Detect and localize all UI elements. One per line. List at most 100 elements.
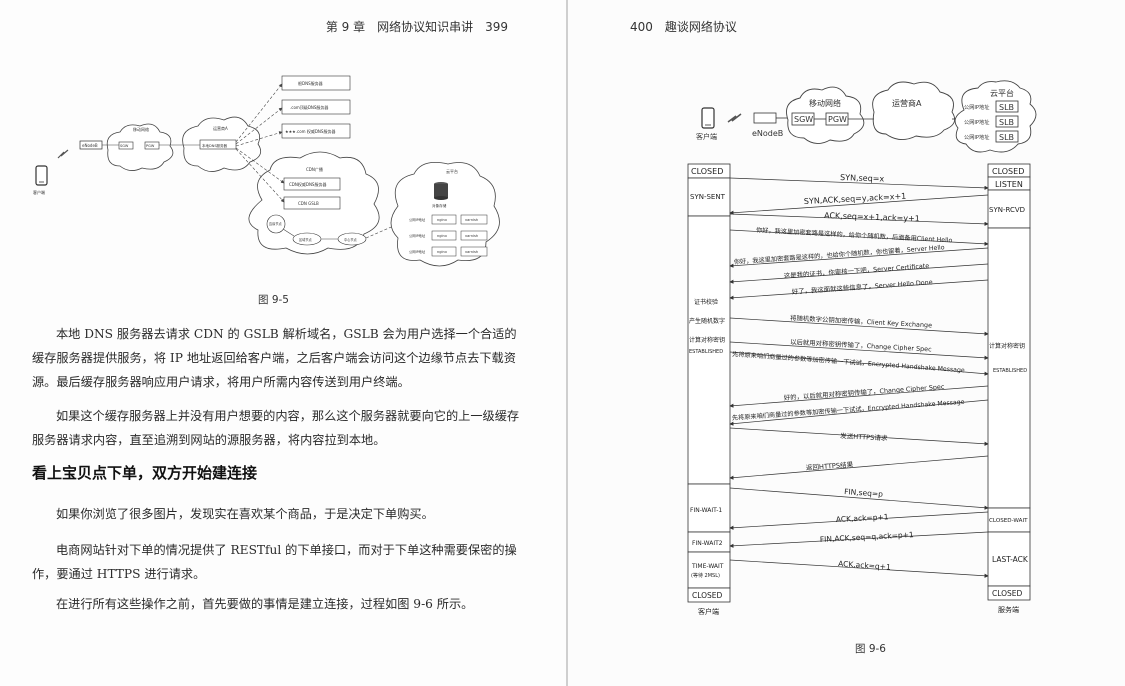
client-state-calc-key: 计算对称密钥 [689, 336, 725, 344]
fig6-enodeb-box [753, 112, 777, 124]
msg-arrow-11 [729, 385, 989, 408]
fig5-pgw-label: PGW [146, 144, 155, 148]
fig5-varnish-3: varnish [465, 250, 478, 254]
client-state-time-wait-note: (等待 2MSL) [691, 572, 720, 579]
msg-arrow-1 [729, 177, 989, 190]
fig5-nginx-1: nginx [437, 218, 448, 222]
fig5-sgw-label: SGW [120, 144, 129, 148]
msg-label-6: 这是我的证书，你审核一下吧，Server Certificate [784, 261, 930, 280]
client-state-time-wait: TIME-WAIT [691, 563, 724, 570]
msg-label-9: 以后就用对称密钥传输了，Change Cipher Spec [790, 337, 932, 353]
fig5-mobile-label: 移动网络 [133, 126, 149, 132]
msg-arrow-10 [729, 351, 989, 376]
paragraph-1: 本地 DNS 服务器去请求 CDN 的 GSLB 解析域名，GSLB 会为用户选… [32, 327, 517, 389]
fig5-varnish-1: varnish [465, 218, 478, 222]
fig5-nginx-box-3 [431, 246, 457, 257]
client-state-fin-wait1: FIN-WAIT-1 [690, 507, 722, 514]
msg-arrow-7 [729, 279, 989, 300]
msg-label-15: FIN,seq=p [844, 487, 884, 499]
msg-arrow-13 [729, 427, 989, 446]
client-state-gen-random: 产生随机数字 [689, 317, 725, 325]
server-state-listen: LISTEN [995, 180, 1023, 189]
msg-arrow-8 [729, 317, 989, 336]
figure-9-5-caption: 图 9-5 [258, 294, 289, 306]
fig5-carrier-label: 运营商A [213, 125, 228, 131]
figure-9-6-caption: 图 9-6 [855, 643, 886, 655]
client-state-cert-check: 证书校验 [694, 298, 718, 306]
msg-label-16: ACK,ack=p+1 [836, 512, 889, 524]
client-lifeline [687, 163, 731, 603]
section-title: 看上宝贝点下单，双方开始建连接 [32, 464, 258, 482]
fig6-mobile-cloud [786, 86, 865, 144]
msg-label-17: FIN,ACK,seq=q,ack=p+1 [820, 530, 915, 544]
fig5-varnish-box-3 [460, 246, 488, 257]
server-state-established: ESTABLISHED [993, 368, 1027, 374]
fig5-slb2-label: 公网IP地址 [409, 233, 426, 238]
figure-9-6: 客户端 eNodeB 移动网络 SGW PGW 运营商A 云平台 公网IP地址 … [687, 80, 1037, 616]
client-state-fin-wait2: FIN-WAIT2 [692, 540, 723, 547]
fig6-slb3-label: SLB [999, 133, 1014, 142]
fig6-slb2-label: SLB [999, 118, 1014, 127]
msg-label-4: 你好，我这里加密套路是这样的，给你个随机数，后面备用Client Hello [756, 226, 953, 244]
msg-arrow-16 [729, 511, 989, 530]
fig6-pgw-label: PGW [828, 115, 847, 124]
msg-arrow-2 [729, 194, 989, 215]
fig5-storage-icon [434, 182, 448, 200]
fig5-slb1-label: 公网IP地址 [409, 217, 426, 222]
fig5-gslb-label: CDN GSLB [298, 201, 319, 206]
server-state-last-ack: LAST-ACK [992, 555, 1029, 564]
fig5-storage-label: 对象存储 [432, 203, 447, 208]
fig6-ip2-label: 公网IP地址 [964, 118, 989, 126]
fig6-carrier-label: 运营商A [892, 98, 922, 108]
fig5-cdn-label: CDN广播 [306, 166, 323, 172]
msg-arrow-12 [729, 399, 989, 426]
fig5-center-label: 中心节点 [344, 237, 358, 242]
paragraph-4: 电商网站针对下单的情况提供了 RESTful 的下单接口，而对于下单这种需要保密… [32, 543, 517, 581]
fig5-platform-label: 云平台 [446, 168, 458, 174]
msg-arrow-15 [729, 487, 989, 510]
fig5-edge-label: 边缘节点 [269, 221, 283, 226]
server-state-syn-rcvd: SYN-RCVD [989, 206, 1025, 214]
msg-arrow-4 [729, 229, 989, 246]
client-state-syn-sent: SYN-SENT [690, 193, 726, 201]
fig6-slb3-box [995, 130, 1019, 143]
msg-label-8: 将随机数字公钥加密传输，Client Key Exchange [790, 313, 932, 329]
msg-arrow-6 [729, 263, 989, 284]
server-state-closed-end: CLOSED [992, 589, 1023, 598]
msg-label-18: ACK,ack=q+1 [838, 559, 891, 572]
fig5-nginx-3: nginx [437, 250, 448, 254]
fig5-xxx-dns-label: ★★★.com 权威DNS服务器 [285, 128, 335, 134]
client-state-closed-end: CLOSED [692, 591, 723, 600]
phone-icon [35, 165, 48, 186]
right-page: 400 趣谈网络协议 客户端 eNodeB 移动网络 SGW PGW 运营商A [568, 0, 1125, 686]
fig5-varnish-box-2 [460, 230, 488, 241]
fig6-mobile-label: 移动网络 [809, 98, 841, 108]
fig5-com-dns-box [281, 99, 351, 115]
fig5-pgw-box [144, 141, 160, 150]
fig6-ip1-label: 公网IP地址 [964, 103, 989, 111]
fig6-sgw-label: SGW [794, 115, 813, 124]
msg-label-10: 先将原来咱们商量过的参数等加密传输一下试试，Encrypted Handshak… [732, 350, 965, 374]
msg-label-2: SYN,ACK,seq=y,ack=x+1 [804, 192, 907, 206]
fig5-nginx-2: nginx [437, 234, 448, 238]
fig6-ip3-label: 公网IP地址 [964, 133, 989, 141]
client-state-closed: CLOSED [691, 167, 723, 176]
fig5-local-dns-box [199, 139, 237, 150]
fig5-xxx-dns-box [281, 123, 351, 139]
msg-label-3: ACK,seq=x+1,ack=y+1 [824, 211, 920, 223]
server-lifeline [987, 163, 1031, 601]
msg-label-13: 发送HTTPS请求 [840, 431, 888, 442]
fig5-edge-node [266, 214, 286, 234]
server-bottom-label: 服务端 [998, 605, 1019, 614]
fig5-com-dns-label: .com顶级DNS服务器 [290, 104, 328, 110]
msg-label-12: 先将原来咱们商量过的参数等加密传输一下试试，Encrypted Handshak… [732, 398, 965, 422]
book-gutter [566, 0, 568, 686]
figure-9-5: 客户端 eNodeB 移动网络 SGW PGW 运营商A 本地DNS服务器 根D… [33, 75, 500, 267]
msg-arrow-18 [729, 559, 989, 578]
server-state-closed: CLOSED [992, 167, 1024, 176]
fig6-slb1-label: SLB [999, 103, 1014, 112]
client-bottom-label: 客户端 [698, 607, 719, 616]
fig5-enodeb-label: eNodeB [82, 143, 98, 148]
left-page: 第 9 章 网络协议知识串讲 399 客户端 eNodeB 移动网络 SGW P… [0, 0, 566, 686]
